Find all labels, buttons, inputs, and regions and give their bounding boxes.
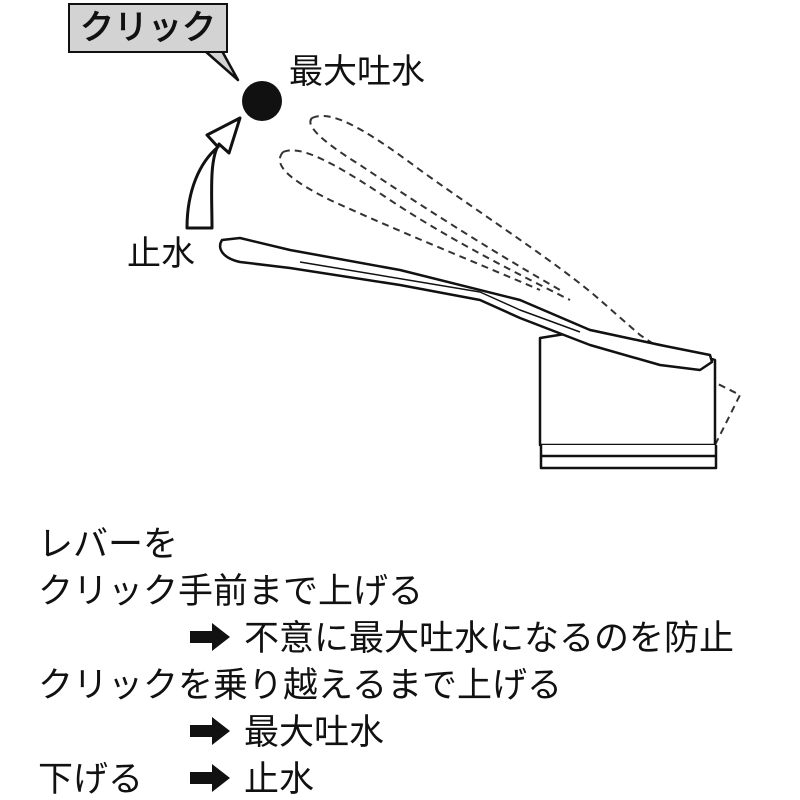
stop-label: 止水	[127, 234, 195, 274]
instruction-line-5-text: 最大吐水	[244, 713, 385, 753]
instruction-line-3-text: 不意に最大吐水になるのを防止	[244, 619, 735, 659]
instruction-line-4: クリックを乗り越えるまで上げる	[38, 666, 562, 706]
instruction-line-6: 止水	[190, 763, 314, 798]
instruction-line-5: 最大吐水	[190, 716, 384, 751]
right-arrow-icon	[190, 717, 230, 745]
callout-tail	[204, 50, 240, 82]
right-arrow-icon	[190, 764, 230, 792]
max-flow-label: 最大吐水	[289, 52, 425, 92]
instruction-line-2: クリック手前まで上げる	[38, 572, 424, 612]
click-callout: クリック	[68, 3, 228, 53]
instruction-line-6-text: 止水	[244, 760, 315, 800]
instruction-line-1: レバーを	[38, 525, 179, 565]
instruction-line-6a: 下げる	[38, 760, 144, 800]
right-arrow-icon	[190, 623, 230, 651]
curved-up-arrow-icon	[185, 116, 242, 230]
instruction-line-3: 不意に最大吐水になるのを防止	[190, 622, 734, 657]
faucet-lever	[218, 236, 718, 470]
click-point-dot	[242, 81, 282, 121]
